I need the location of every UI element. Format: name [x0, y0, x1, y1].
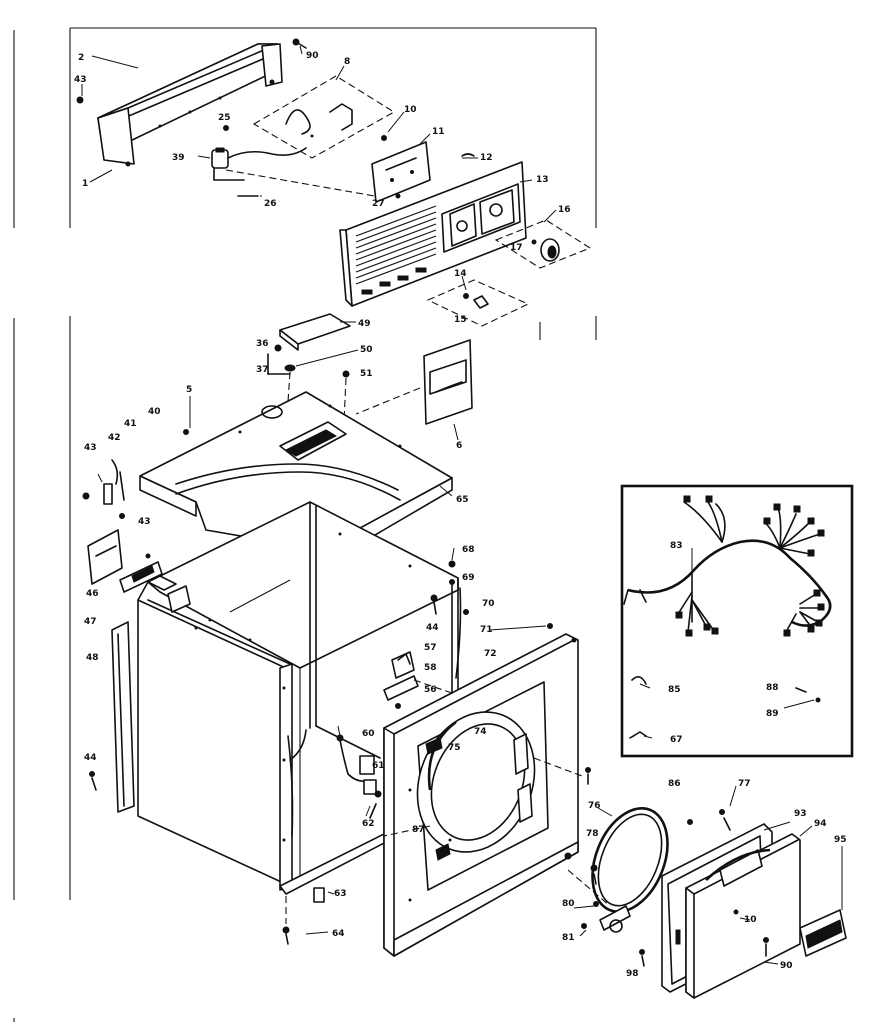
- callout-39: 39: [172, 153, 185, 163]
- callout-56: 56: [424, 685, 437, 695]
- callout-65: 65: [456, 495, 469, 505]
- callout-58: 58: [424, 663, 437, 673]
- callout-5: 5: [186, 385, 192, 395]
- callout-16: 16: [558, 205, 571, 215]
- callout-72: 72: [484, 649, 497, 659]
- callout-41: 41: [124, 419, 137, 429]
- callout-37: 37: [256, 365, 269, 375]
- callout-93: 93: [794, 809, 807, 819]
- callout-85: 85: [668, 685, 681, 695]
- callout-74: 74: [474, 727, 487, 737]
- wiring-parts: [336, 734, 382, 819]
- callout-6: 6: [456, 441, 462, 451]
- callout-1: 1: [82, 179, 88, 189]
- callout-42: 42: [108, 433, 121, 443]
- switch-assembly: [426, 279, 530, 327]
- callout-88: 88: [766, 683, 779, 693]
- callout-86: 86: [668, 779, 681, 789]
- callout-17: 17: [510, 243, 523, 253]
- callout-60: 60: [362, 729, 375, 739]
- callout-50: 50: [360, 345, 373, 355]
- callout-26: 26: [264, 199, 277, 209]
- callout-15: 15: [454, 315, 467, 325]
- callout-90: 90: [306, 51, 319, 61]
- bottom-screws: [282, 887, 325, 945]
- callout-49: 49: [358, 319, 371, 329]
- left-small-parts: [82, 459, 163, 593]
- callout-80: 80: [562, 899, 575, 909]
- door-switch-parts: [383, 651, 473, 709]
- callout-27: 27: [372, 199, 385, 209]
- callout-64: 64: [332, 929, 345, 939]
- callout-81: 81: [562, 933, 575, 943]
- callout-67: 67: [670, 735, 683, 745]
- callout-98: 98: [626, 969, 639, 979]
- callout-69: 69: [462, 573, 475, 583]
- callout-46: 46: [86, 589, 99, 599]
- callout-51: 51: [360, 369, 373, 379]
- callout-89: 89: [766, 709, 779, 719]
- callout-43: 43: [74, 75, 87, 85]
- cabinet-hardware: [430, 560, 553, 679]
- callout-labels: 2 90 43 8 10 25 11 39 12 1 26 27 13 16 1…: [74, 51, 847, 979]
- front-panel: [383, 633, 583, 957]
- callout-63: 63: [334, 889, 347, 899]
- door-assembly: [661, 809, 801, 999]
- callout-44: 44: [84, 753, 97, 763]
- callout-10: 10: [744, 915, 757, 925]
- callout-44: 44: [426, 623, 439, 633]
- callout-43: 43: [138, 517, 151, 527]
- scan-margins: [13, 27, 597, 1022]
- callout-36: 36: [256, 339, 269, 349]
- callout-94: 94: [814, 819, 827, 829]
- callout-14: 14: [454, 269, 467, 279]
- callout-61: 61: [372, 761, 385, 771]
- door-seal-ring: [590, 807, 669, 913]
- wire-harness-inset: [620, 484, 854, 758]
- callout-90: 90: [780, 961, 793, 971]
- callout-70: 70: [482, 599, 495, 609]
- side-panel-48: [89, 621, 135, 813]
- bracket-6: [355, 339, 473, 441]
- cabinet: [137, 501, 459, 895]
- knob-assembly: [494, 219, 592, 269]
- callout-83: 83: [670, 541, 683, 551]
- console-grill: [355, 205, 437, 285]
- callout-57: 57: [424, 643, 437, 653]
- callout-40: 40: [148, 407, 161, 417]
- callout-11: 11: [432, 127, 445, 137]
- callout-8: 8: [344, 57, 350, 67]
- control-panel-top: [76, 38, 475, 203]
- callout-77: 77: [738, 779, 751, 789]
- callout-87: 87: [412, 825, 425, 835]
- callout-78: 78: [586, 829, 599, 839]
- callout-25: 25: [218, 113, 231, 123]
- callout-43: 43: [84, 443, 97, 453]
- callout-10: 10: [404, 105, 417, 115]
- callout-48: 48: [86, 653, 99, 663]
- leader-lines: [81, 45, 815, 965]
- door-hinge-parts: [567, 869, 645, 967]
- callout-75: 75: [448, 743, 461, 753]
- right-screw: [585, 767, 591, 785]
- callout-13: 13: [536, 175, 549, 185]
- callout-2: 2: [78, 53, 84, 63]
- callout-71: 71: [480, 625, 493, 635]
- console-front-panel: [339, 161, 527, 307]
- door-handle: [799, 846, 847, 957]
- callout-76: 76: [588, 801, 601, 811]
- callout-47: 47: [84, 617, 97, 627]
- callout-68: 68: [462, 545, 475, 555]
- top-small-parts: [267, 313, 351, 423]
- callout-62: 62: [362, 819, 375, 829]
- callout-12: 12: [480, 153, 493, 163]
- callout-95: 95: [834, 835, 847, 845]
